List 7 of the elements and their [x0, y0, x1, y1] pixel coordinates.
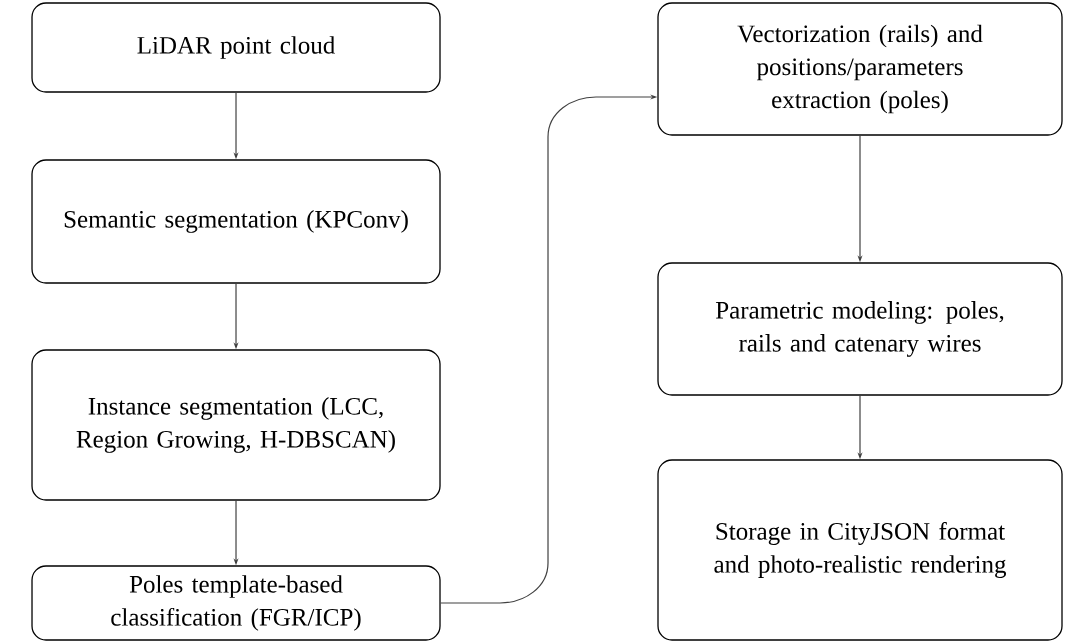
process-box: LiDAR point cloud [31, 2, 441, 93]
process-box: Instance segmentation (LCC, Region Growing, H-DBSCAN) [31, 349, 441, 501]
process-box: Vectorization (rails) and positions/parameters extraction (poles) [657, 2, 1063, 136]
process-box: Semantic segmentation (KPConv) [31, 159, 441, 284]
process-box: Parametric modeling: poles, rails and catenary wires [657, 262, 1063, 396]
process-box: Poles template-based classification (FGR/ICP) [31, 565, 441, 641]
process-box: Storage in CityJSON format and photo-realistic rendering [657, 459, 1063, 641]
